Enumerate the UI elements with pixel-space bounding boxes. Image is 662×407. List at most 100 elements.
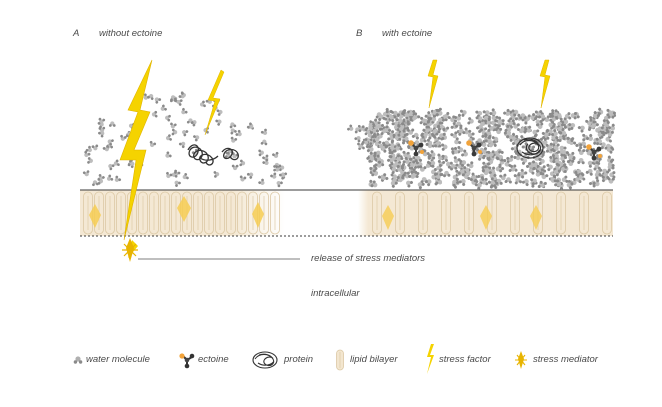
ectoine-molecule (408, 140, 424, 157)
water-molecule (262, 154, 269, 161)
water-molecule (193, 135, 200, 142)
lipid (160, 191, 170, 235)
water-molecule (368, 120, 375, 127)
water-molecule (591, 120, 599, 128)
water-molecule (428, 150, 436, 158)
lipid (556, 191, 566, 235)
water-molecule (437, 153, 445, 161)
water-molecule (561, 175, 569, 183)
water-molecule (585, 118, 593, 126)
legend-stress-factor-label: stress factor (439, 354, 491, 365)
water-molecule (151, 110, 158, 118)
lipid (579, 191, 589, 235)
water-molecule (371, 169, 379, 177)
water-molecule (425, 138, 433, 146)
water-molecule (435, 109, 443, 117)
water-molecule (560, 156, 568, 164)
legend-ectoine-label: ectoine (198, 354, 229, 365)
water-molecule (246, 172, 254, 179)
water-molecule (528, 160, 536, 168)
water-molecule (566, 159, 575, 167)
lightning-bolt-icon (427, 344, 434, 374)
panel-a-title: without ectoine (99, 28, 163, 39)
water-molecule (382, 110, 390, 118)
lipid (464, 191, 474, 235)
water-molecule (512, 122, 520, 129)
legend-water-label: water molecule (86, 354, 150, 365)
water-molecule (483, 115, 491, 123)
water-molecule (82, 170, 90, 177)
water-molecule (552, 158, 560, 166)
water-molecule (235, 129, 242, 137)
water-molecule (199, 100, 206, 108)
water-molecule (541, 172, 549, 180)
water-molecule (384, 125, 392, 133)
lipid-bilayer-icon (336, 349, 344, 371)
water-molecule (165, 134, 172, 141)
water-molecule (431, 129, 439, 137)
water-molecule (481, 165, 489, 173)
water-molecule (603, 115, 611, 123)
water-molecule (98, 174, 105, 181)
water-molecule (239, 159, 246, 167)
water-molecule (541, 129, 549, 137)
water-molecule (495, 178, 503, 185)
ectoine-molecule (586, 144, 602, 161)
panel-a-letter: A (73, 28, 80, 39)
water-molecule (441, 143, 448, 151)
water-molecule (437, 124, 446, 132)
water-molecule (521, 179, 529, 187)
water-molecule (411, 170, 419, 179)
stress-factor-a-small (204, 69, 225, 136)
panel-b-title: with ectoine (382, 28, 433, 39)
water-molecule (174, 180, 181, 187)
water-molecule (374, 160, 382, 168)
water-molecule (231, 164, 239, 171)
water-molecule (513, 153, 521, 161)
water-molecule (458, 178, 466, 186)
legend-lipid-label: lipid bilayer (350, 354, 398, 365)
water-molecule (422, 125, 430, 133)
water-molecule (370, 180, 378, 188)
water-molecule (503, 131, 511, 139)
water-molecule (260, 139, 268, 146)
water-molecule (239, 175, 247, 182)
water-molecule (396, 164, 404, 172)
water-molecule (469, 175, 478, 182)
lipid (105, 191, 115, 235)
water-molecule (524, 125, 532, 133)
water-molecule (170, 122, 177, 129)
water-molecule (511, 109, 519, 117)
water-molecule (98, 131, 105, 138)
water-molecule (559, 130, 567, 138)
water-molecule (458, 128, 466, 136)
water-molecule (229, 122, 237, 129)
water-molecule (450, 131, 458, 139)
stress-mediator-icon (515, 351, 527, 369)
water-molecule (551, 109, 558, 117)
water-molecule (609, 171, 616, 179)
water-molecule (439, 132, 446, 140)
water-molecule (545, 142, 553, 150)
legend-protein-label: protein (284, 354, 314, 365)
water-molecule (176, 99, 183, 106)
water-molecule (454, 113, 462, 121)
water-molecule (413, 112, 421, 120)
water-molecule (396, 154, 404, 162)
water-molecule (411, 132, 419, 140)
water-molecule (607, 177, 615, 184)
water-molecule (451, 146, 459, 154)
water-molecule (454, 137, 462, 145)
water-molecule (592, 156, 599, 165)
water-molecule (127, 159, 134, 167)
water-molecule (546, 163, 553, 172)
water-molecule (601, 172, 610, 179)
water-molecule (270, 172, 277, 179)
lipid (138, 191, 148, 235)
water-molecule (390, 180, 398, 188)
water-molecule (258, 178, 265, 185)
water-molecule (258, 149, 264, 157)
water-molecule (592, 179, 600, 187)
water-molecule (484, 136, 492, 144)
water-molecules-b (347, 107, 617, 191)
